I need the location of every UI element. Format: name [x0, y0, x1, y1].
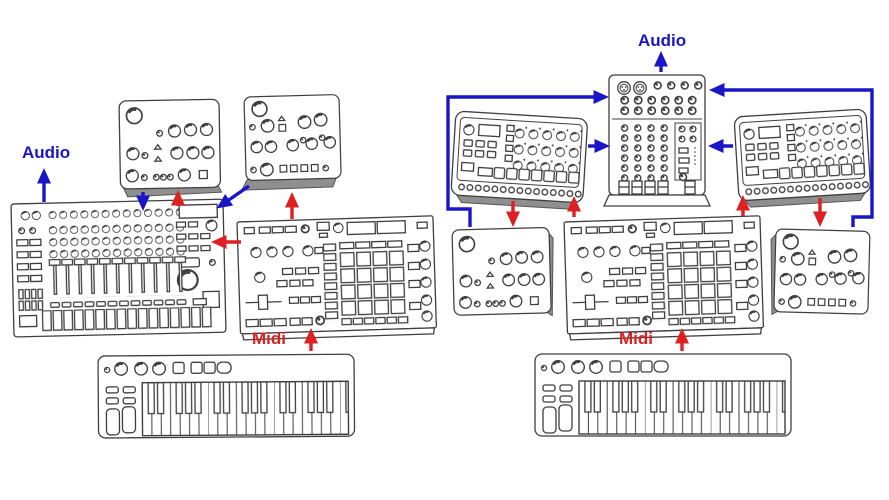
setup-2: [450, 75, 871, 436]
device-pad-sampler-2: [564, 216, 764, 340]
device-desktop-synth-2: [239, 95, 341, 191]
audio-arrow-synth2-to-sequencer: [223, 186, 249, 204]
device-midi-keyboard-2: [535, 354, 791, 436]
device-desktop-synth-4: [769, 229, 870, 317]
device-desktop-synth-1: [119, 99, 222, 197]
device-midi-keyboard-1: [98, 354, 355, 438]
device-pad-sampler-1: [237, 216, 437, 340]
device-fader-sequencer: [11, 199, 226, 337]
audio-label-setup1: Audio: [22, 143, 70, 163]
midi-label-setup2: Midi: [619, 329, 653, 349]
device-mixer: [604, 75, 710, 206]
device-desktop-synth-3: [452, 227, 555, 318]
midi-label-setup1: Midi: [252, 329, 286, 349]
device-groovebox-1: [450, 111, 587, 210]
audio-label-setup2: Audio: [638, 31, 686, 51]
device-groovebox-2: [734, 109, 871, 208]
setup-1: [11, 95, 437, 438]
